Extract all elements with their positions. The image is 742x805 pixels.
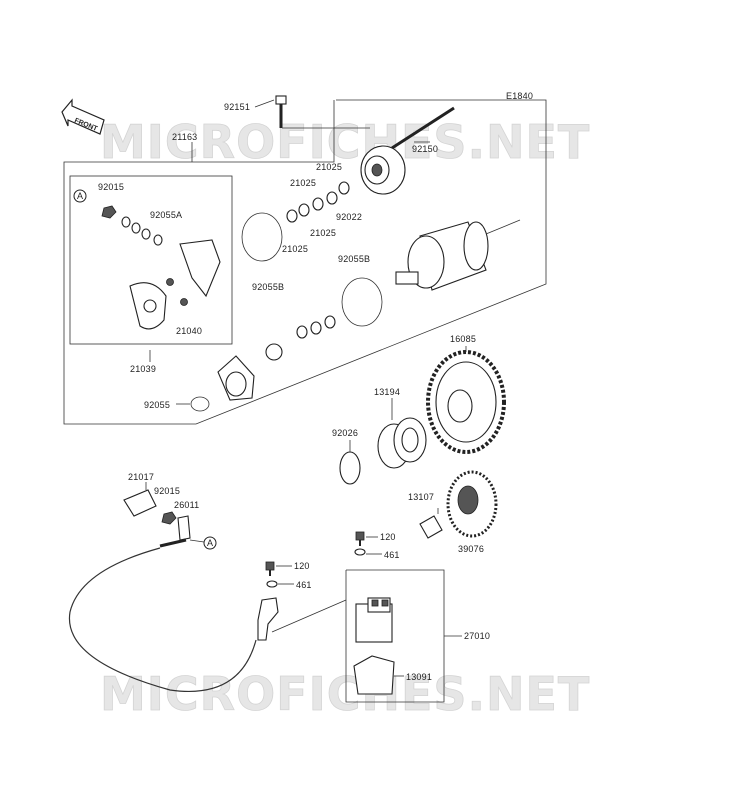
cable-terminal-26011	[159, 515, 191, 548]
shaft-13107	[419, 515, 443, 539]
front-arrow-icon: FRONT	[61, 98, 105, 135]
label-92055b-left: 92055B	[252, 282, 284, 292]
motor-body	[395, 219, 521, 291]
o-ring-92055	[190, 396, 210, 412]
washers-lower	[296, 315, 336, 339]
label-39076: 39076	[458, 544, 484, 554]
terminal-bracket	[257, 597, 279, 641]
washers-21025	[286, 181, 350, 223]
label-21025a: 21025	[316, 162, 342, 172]
o-ring-92055b-left	[241, 212, 283, 262]
assembly-outline	[63, 99, 547, 425]
label-92055: 92055	[144, 400, 170, 410]
circle-a-bottom: A	[207, 538, 213, 548]
label-92150: 92150	[412, 144, 438, 154]
label-21025c: 21025	[310, 228, 336, 238]
label-92015b: 92015	[154, 486, 180, 496]
label-21025d: 21025	[282, 244, 308, 254]
front-cover	[217, 355, 255, 401]
bracket-small	[265, 343, 283, 361]
terminal-cover-21017	[123, 489, 157, 517]
o-ring-92055b-right	[341, 277, 383, 327]
sub-assembly-box	[69, 175, 233, 345]
washer-92026	[339, 451, 361, 485]
label-13194: 13194	[374, 387, 400, 397]
label-92015a: 92015	[98, 182, 124, 192]
label-21017: 21017	[128, 472, 154, 482]
label-92151: 92151	[224, 102, 250, 112]
washer-461-right	[354, 548, 366, 556]
gear-39076	[446, 470, 498, 538]
end-cover	[360, 145, 406, 195]
screws-21040	[166, 278, 188, 306]
watermark-top: MICROFICHES.NET	[100, 115, 590, 169]
label-120-left: 120	[294, 561, 310, 571]
label-21025b: 21025	[290, 178, 316, 188]
label-21040: 21040	[176, 326, 202, 336]
brush-leads	[179, 239, 221, 298]
brush-plate-21039	[129, 282, 167, 330]
circle-a-top: A	[77, 191, 83, 201]
nuts-92015	[101, 205, 163, 246]
bolt-92151	[275, 95, 287, 128]
label-92055b-right: 92055B	[338, 254, 370, 264]
label-21163: 21163	[172, 132, 197, 142]
bolt-120-left	[265, 561, 275, 576]
label-13091: 13091	[406, 672, 432, 682]
watermark-bottom: MICROFICHES.NET	[100, 667, 590, 721]
relay-box	[345, 569, 445, 703]
ref-circle-a-top	[73, 189, 87, 203]
label-120-right: 120	[380, 532, 396, 542]
starter-cable	[68, 547, 257, 692]
label-21039: 21039	[130, 364, 156, 374]
relay-cap-13091	[353, 655, 395, 695]
bolt-92150	[391, 106, 455, 150]
label-92055a: 92055A	[150, 210, 182, 220]
nut-92015b	[161, 511, 177, 525]
label-13107: 13107	[408, 492, 434, 502]
washer-461-left	[266, 580, 278, 588]
ref-circle-a-bottom	[203, 536, 217, 550]
diagram-code: E1840	[506, 91, 533, 101]
label-26011: 26011	[174, 500, 199, 510]
label-92026: 92026	[332, 428, 358, 438]
label-92022: 92022	[336, 212, 362, 222]
gear-16085	[426, 350, 506, 454]
label-461-left: 461	[296, 580, 312, 590]
label-27010: 27010	[464, 631, 490, 641]
clutch-13194	[377, 417, 427, 469]
starter-relay	[355, 597, 393, 643]
bolt-120-right	[355, 531, 365, 546]
label-16085: 16085	[450, 334, 476, 344]
label-461-right: 461	[384, 550, 400, 560]
